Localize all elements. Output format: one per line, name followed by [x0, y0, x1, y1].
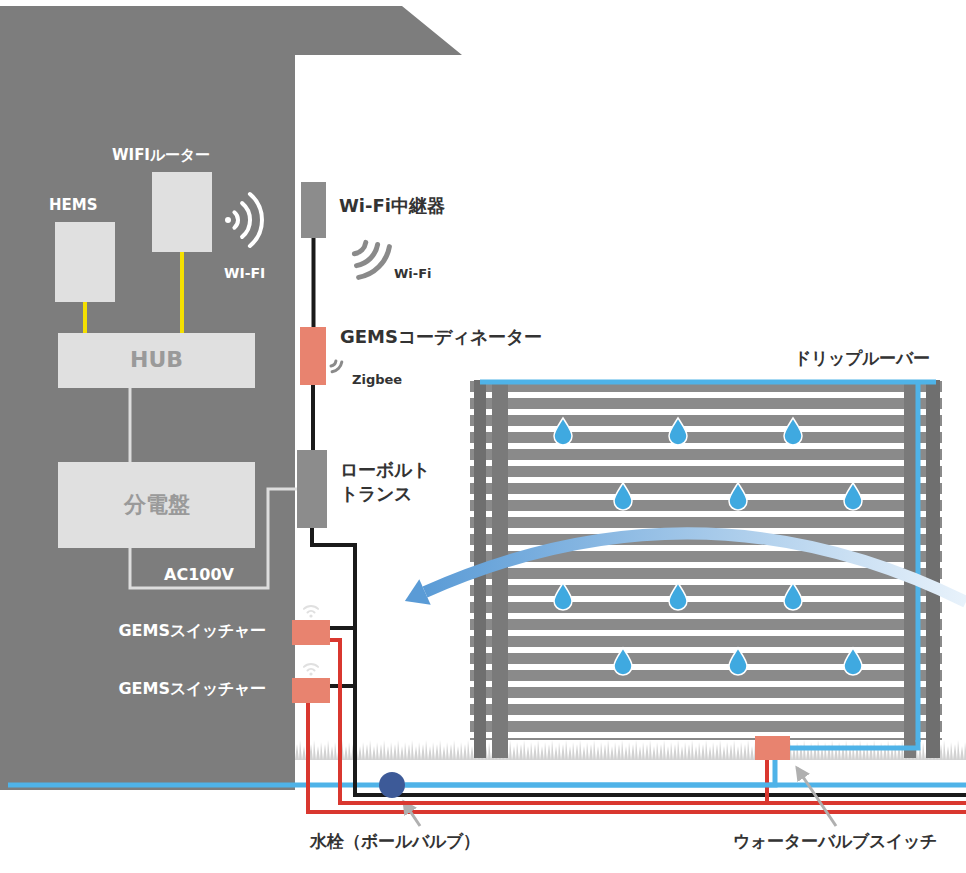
low-voltage-wire — [355, 688, 966, 795]
water-valve-switch: ウォーターバルブスイッチ — [755, 736, 790, 760]
control-wire — [330, 640, 767, 803]
wifi-repeater: Wi-Fi中継器 — [301, 182, 326, 238]
node-label: ローボルト トランス — [340, 458, 440, 507]
gems-switcher: GEMSスイッチャー — [292, 620, 330, 645]
node-label: 分電盤 — [124, 491, 190, 520]
leader-line — [797, 768, 836, 826]
valve-circle — [379, 772, 405, 798]
node-label: GEMSスイッチャー — [118, 621, 266, 642]
node-label: ドリップルーバー — [794, 347, 930, 369]
low-voltage-wire — [312, 528, 355, 686]
water-pipe — [405, 760, 775, 785]
node-label: GEMSコーディネーター — [340, 325, 542, 348]
ball-valve: 水栓（ボールバルブ） — [379, 772, 405, 798]
zigbee-signal — [331, 361, 342, 372]
wireless-label: WI-FI — [224, 265, 265, 282]
wind-arrow — [405, 533, 966, 604]
hems-box: HEMS — [55, 222, 115, 302]
wireless-label: Wi-Fi — [394, 266, 432, 282]
wireless-label: Zigbee — [352, 372, 402, 388]
lan-cable — [129, 388, 132, 462]
node-label: WIFIルーター — [112, 146, 210, 166]
wifi-signal — [354, 242, 389, 277]
valve-circle-shape — [379, 772, 405, 798]
node-label: GEMSスイッチャー — [118, 679, 266, 700]
lan-cable — [180, 252, 184, 333]
lan-cable — [83, 302, 87, 333]
gems-coordinator: GEMSコーディネーター — [300, 327, 326, 385]
edge-label: AC100V — [164, 565, 234, 584]
node-label: HUB — [130, 346, 183, 375]
control-wire — [308, 703, 966, 812]
hub-box: HUB — [58, 333, 255, 388]
low-volt-transformer: ローボルト トランス — [297, 450, 327, 528]
house-wall — [0, 6, 462, 790]
drip-louver: ドリップルーバー — [470, 380, 942, 740]
node-label: HEMS — [49, 196, 98, 216]
water-pipe — [790, 740, 918, 748]
leader-line — [404, 802, 420, 826]
wifi-signal — [225, 194, 262, 246]
control-wire — [767, 801, 966, 805]
node-label: 水栓（ボールバルブ） — [310, 830, 480, 852]
node-label: ウォーターバルブスイッチ — [733, 830, 937, 852]
low-voltage-wire — [312, 238, 316, 327]
router-box: WIFIルーター — [152, 172, 212, 252]
low-voltage-wire — [311, 385, 315, 450]
distribution-board: 分電盤 — [58, 462, 255, 548]
node-label: Wi-Fi中継器 — [339, 194, 445, 217]
gems-switcher: GEMSスイッチャー — [292, 678, 330, 703]
